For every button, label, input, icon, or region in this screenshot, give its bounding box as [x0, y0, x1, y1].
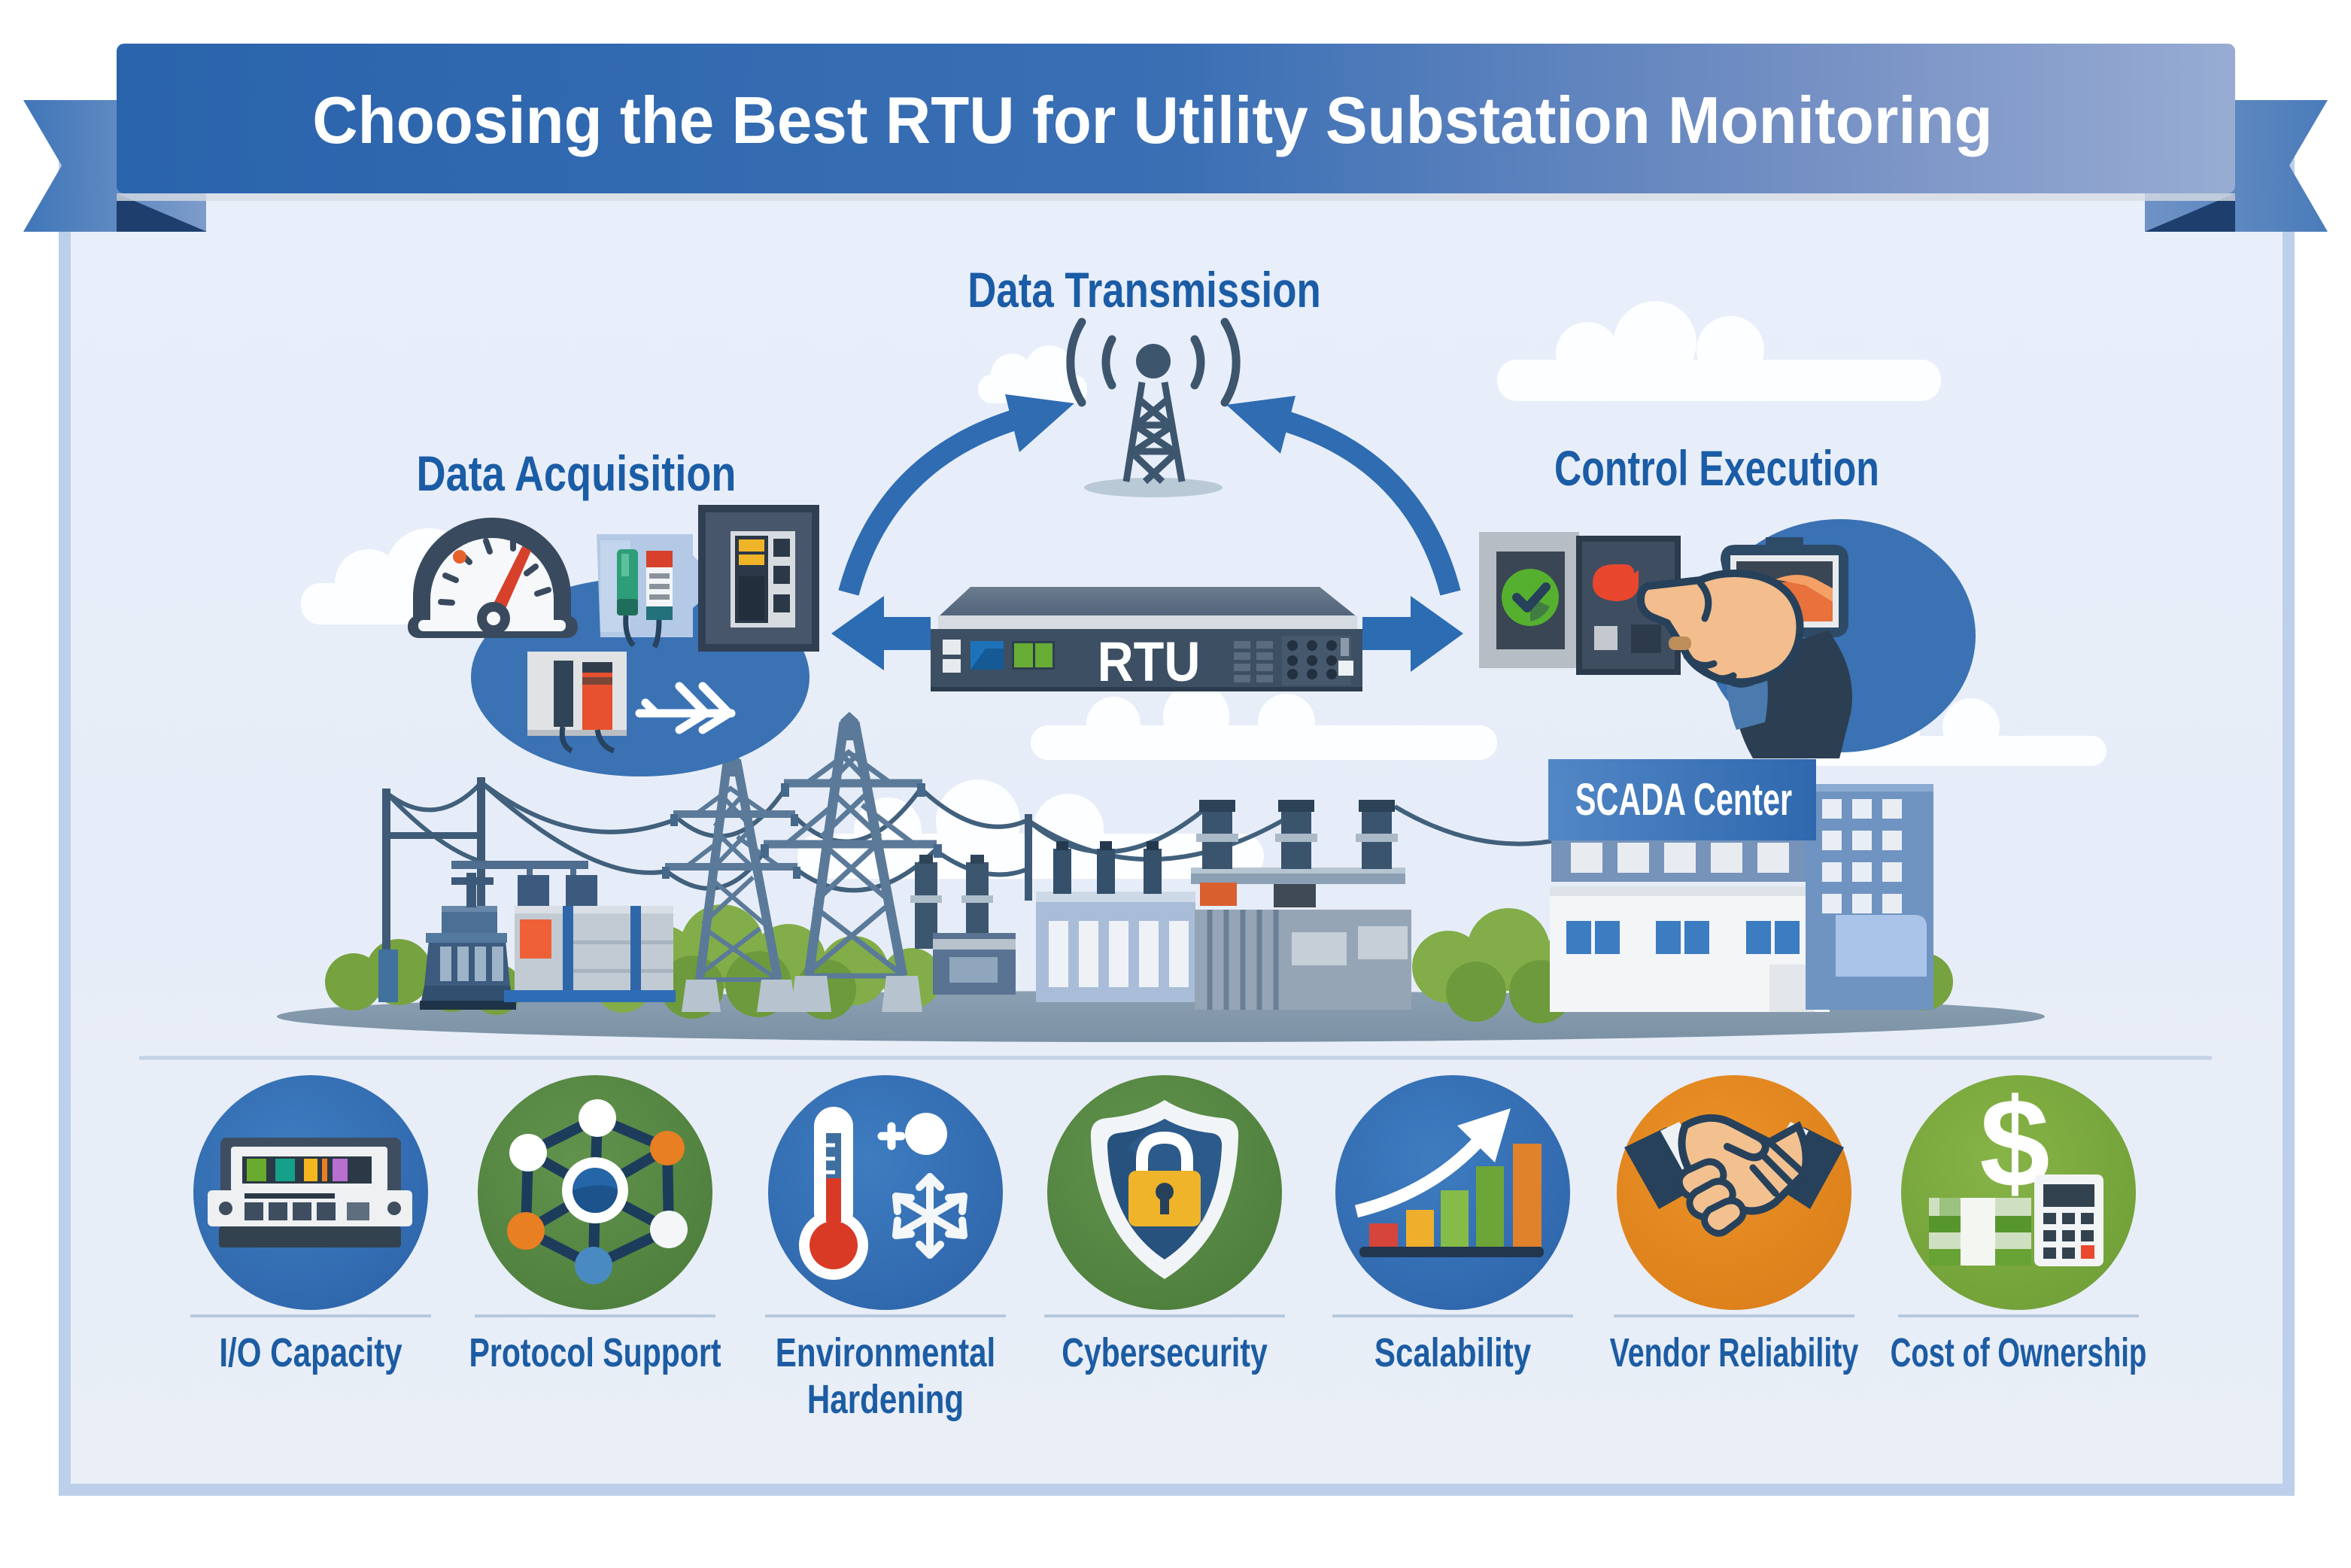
svg-text:Cost of Ownership: Cost of Ownership [1891, 1330, 2147, 1375]
svg-text:Data Acquisition: Data Acquisition [417, 445, 737, 501]
svg-text:Hardening: Hardening [807, 1377, 964, 1422]
svg-text:Environmental: Environmental [776, 1330, 995, 1375]
svg-text:Scalability: Scalability [1374, 1330, 1531, 1375]
svg-text:Control Execution: Control Execution [1554, 441, 1879, 496]
svg-text:Cybersecurity: Cybersecurity [1062, 1331, 1268, 1376]
svg-text:Data Transmission: Data Transmission [967, 262, 1320, 318]
svg-text:Protocol Support: Protocol Support [469, 1331, 721, 1376]
svg-text:Vendor Reliability: Vendor Reliability [1610, 1330, 1859, 1376]
svg-text:RTU: RTU [1098, 631, 1201, 693]
svg-text:I/O Capacity: I/O Capacity [219, 1330, 402, 1375]
svg-text:SCADA Center: SCADA Center [1575, 773, 1792, 825]
svg-text:Choosing the Best RTU for Util: Choosing the Best RTU for Utility Substa… [312, 84, 1992, 157]
